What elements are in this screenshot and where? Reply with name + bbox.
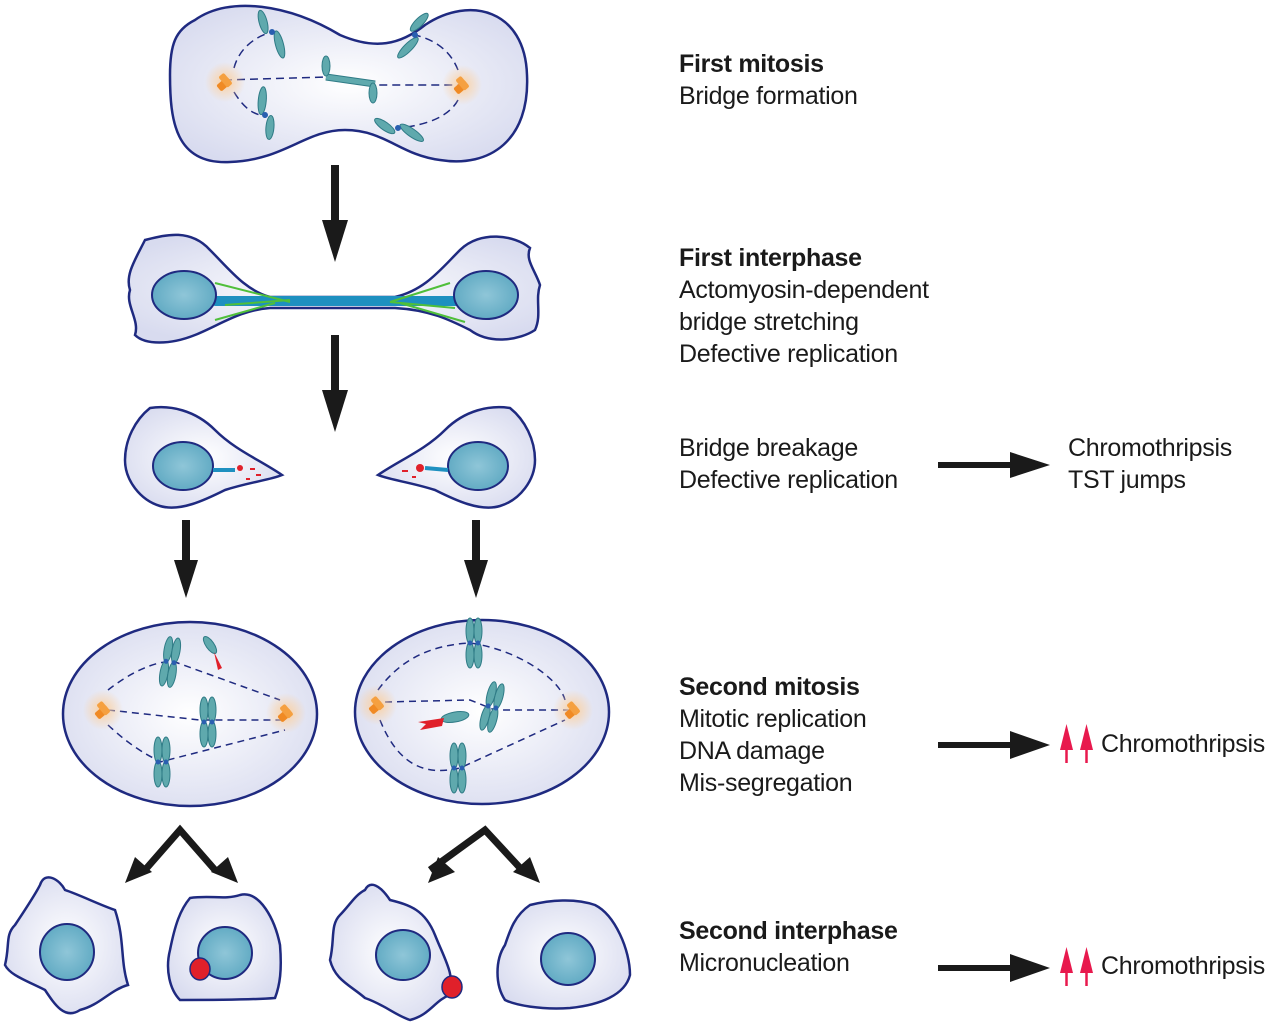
- bridge-breakage-cells: [123, 406, 537, 509]
- stage-line: Bridge breakage: [679, 434, 858, 462]
- stage-line: Defective replication: [679, 466, 898, 494]
- stage-label-second-mitosis: Second mitosis Mitotic replication DNA d…: [679, 671, 867, 799]
- outcome-line: Chromothripsis: [1101, 730, 1265, 758]
- stage-label-first-mitosis: First mitosis Bridge formation: [679, 48, 858, 112]
- stage-line: Mis-segregation: [679, 769, 853, 797]
- split-arrowheads: [125, 857, 540, 883]
- split-arrow: [142, 824, 525, 873]
- centrosome-icon: [442, 65, 482, 105]
- outcome-arrow: [938, 954, 1050, 982]
- double-up-arrow-icon: [1060, 724, 1093, 763]
- centrosome-icon: [205, 62, 245, 102]
- outcome-line: Chromothripsis: [1101, 952, 1265, 980]
- outcome-arrow: [938, 731, 1050, 759]
- stage-label-first-interphase: First interphase Actomyosin-dependent br…: [679, 242, 929, 370]
- outcome-line: Chromothripsis: [1068, 434, 1232, 462]
- outcome-bridge-breakage: Chromothripsis TST jumps: [1068, 432, 1232, 496]
- stage-title: First mitosis: [679, 50, 824, 78]
- first-mitosis-cell: [168, 4, 529, 164]
- stage-title: First interphase: [679, 244, 862, 272]
- stage-line: Defective replication: [679, 340, 898, 368]
- outcome-line: TST jumps: [1068, 466, 1186, 494]
- outcome-second-mitosis: Chromothripsis: [1101, 728, 1265, 760]
- outcome-arrow: [938, 452, 1050, 478]
- first-interphase-cells: [127, 233, 542, 344]
- stage-label-second-interphase: Second interphase Micronucleation: [679, 915, 898, 979]
- stage-line: bridge stretching: [679, 308, 859, 336]
- flow-arrow: [322, 165, 348, 262]
- stage-label-bridge-breakage: Bridge breakage Defective replication: [679, 432, 898, 496]
- flow-arrow: [322, 335, 348, 432]
- stage-line: DNA damage: [679, 737, 825, 765]
- stage-line: Bridge formation: [679, 82, 858, 110]
- flow-arrow: [464, 520, 488, 598]
- stage-title: Second interphase: [679, 917, 898, 945]
- flow-arrow: [174, 520, 198, 598]
- stage-line: Actomyosin-dependent: [679, 276, 929, 304]
- stage-title: Second mitosis: [679, 673, 860, 701]
- second-interphase-cells: [3, 876, 632, 1022]
- stage-line: Mitotic replication: [679, 705, 867, 733]
- outcome-second-interphase: Chromothripsis: [1101, 950, 1265, 982]
- stage-line: Micronucleation: [679, 949, 850, 977]
- double-up-arrow-icon: [1060, 947, 1093, 986]
- second-mitosis-cells: [61, 617, 611, 808]
